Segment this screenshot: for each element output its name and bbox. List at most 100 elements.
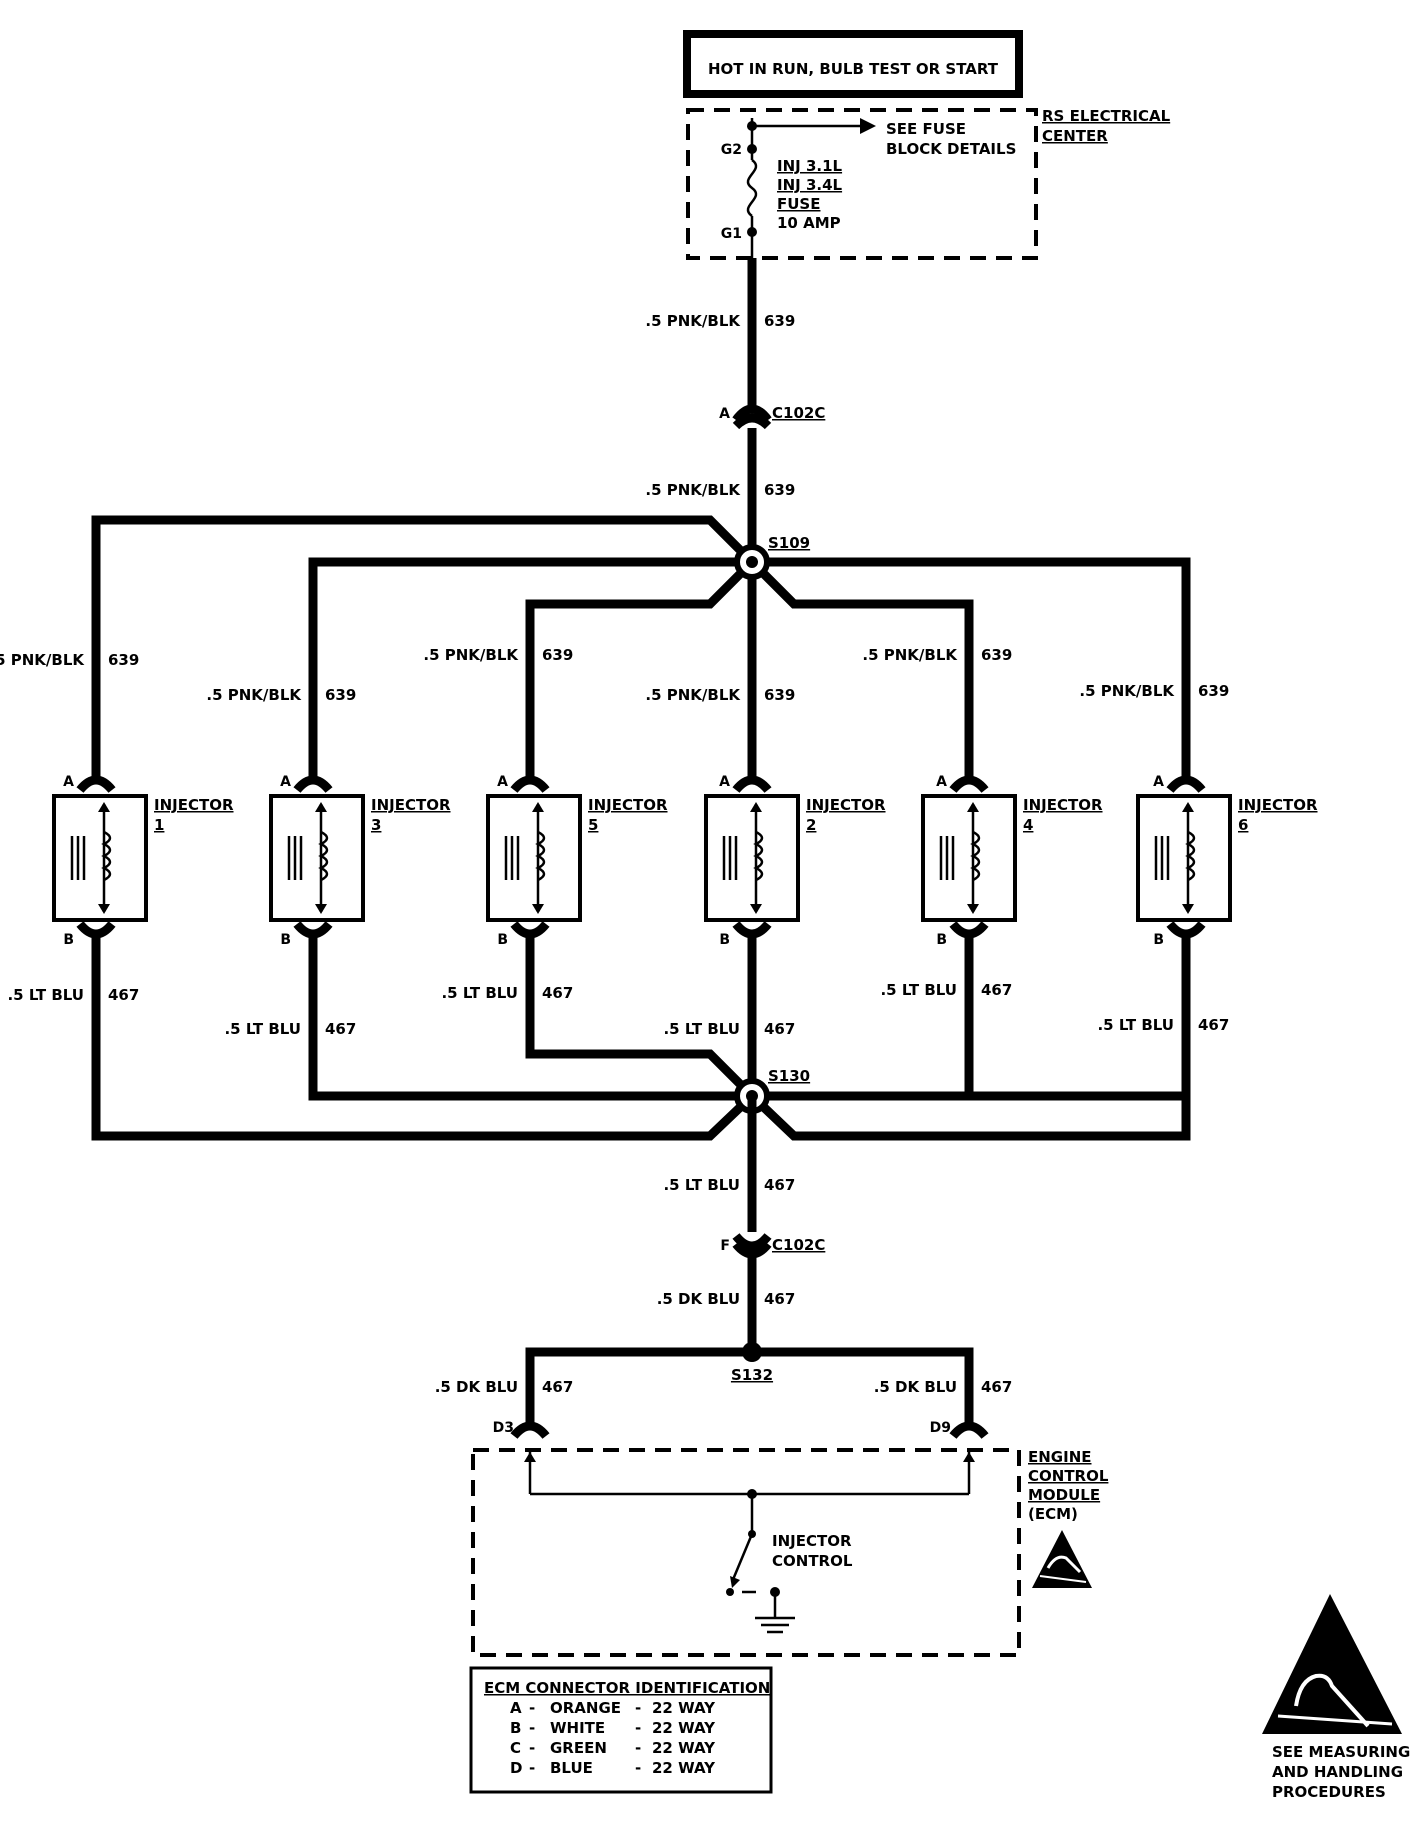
svg-text:AND HANDLING: AND HANDLING <box>1272 1763 1403 1781</box>
svg-text:INJECTOR: INJECTOR <box>772 1532 852 1550</box>
svg-text:INJECTOR: INJECTOR <box>154 796 234 814</box>
connector-c102c-a <box>732 404 772 423</box>
injector-1: .5 PNK/BLK 639 A B INJECTOR 1 .5 LT BLU … <box>0 651 234 1004</box>
coil-icon <box>535 830 546 882</box>
svg-text:S132: S132 <box>731 1366 773 1384</box>
svg-text:INJECTOR: INJECTOR <box>1023 796 1103 814</box>
header-title: HOT IN RUN, BULB TEST OR START <box>708 60 999 78</box>
injector-body <box>269 794 365 922</box>
connector-c102c-f <box>732 1233 772 1251</box>
svg-text:B: B <box>497 932 508 948</box>
coil-icon <box>753 830 764 882</box>
svg-text:PROCEDURES: PROCEDURES <box>1272 1783 1386 1801</box>
svg-text:A: A <box>63 774 74 790</box>
legend-row: A - ORANGE - 22 WAY <box>510 1699 716 1717</box>
svg-text:.5 LT BLU: .5 LT BLU <box>663 1020 740 1038</box>
svg-text:1: 1 <box>154 816 164 834</box>
svg-text:22 WAY: 22 WAY <box>652 1719 716 1737</box>
svg-text:467: 467 <box>764 1290 795 1308</box>
splice-s109: S109 <box>91 515 1191 780</box>
fuse-pin-g1: G1 <box>721 226 742 242</box>
see-fuse-1: SEE FUSE <box>886 120 966 138</box>
svg-text:467: 467 <box>1198 1016 1229 1034</box>
svg-text:467: 467 <box>108 986 139 1004</box>
svg-text:WHITE: WHITE <box>550 1719 605 1737</box>
svg-text:SEE MEASURING: SEE MEASURING <box>1272 1743 1410 1761</box>
svg-text:467: 467 <box>764 1176 795 1194</box>
svg-text:.5 DK BLU: .5 DK BLU <box>435 1378 518 1396</box>
svg-text:-: - <box>529 1759 535 1777</box>
svg-text:B: B <box>63 932 74 948</box>
fuse-pin-g2: G2 <box>721 142 742 158</box>
svg-text:B: B <box>510 1719 521 1737</box>
svg-text:BLUE: BLUE <box>550 1759 593 1777</box>
svg-text:.5 LT BLU: .5 LT BLU <box>1097 1016 1174 1034</box>
svg-text:467: 467 <box>981 1378 1012 1396</box>
svg-text:.5 DK BLU: .5 DK BLU <box>874 1378 957 1396</box>
svg-text:-: - <box>529 1699 535 1717</box>
feed-wire: .5 PNK/BLK 639 A C102C .5 PNK/BLK 639 <box>645 258 825 562</box>
svg-text:22 WAY: 22 WAY <box>652 1739 716 1757</box>
svg-text:INJECTOR: INJECTOR <box>588 796 668 814</box>
injector-body <box>1136 794 1232 922</box>
svg-text:D3: D3 <box>493 1420 514 1436</box>
return-wire: .5 LT BLU 467 F C102C .5 DK BLU 467 <box>657 1096 825 1352</box>
svg-text:.5 PNK/BLK: .5 PNK/BLK <box>645 686 741 704</box>
svg-text:MODULE: MODULE <box>1028 1486 1100 1504</box>
svg-text:A: A <box>719 774 730 790</box>
svg-text:.5 PNK/BLK: .5 PNK/BLK <box>645 481 741 499</box>
svg-text:D: D <box>510 1759 522 1777</box>
svg-text:.5 LT BLU: .5 LT BLU <box>7 986 84 1004</box>
svg-text:639: 639 <box>764 686 795 704</box>
svg-text:ENGINE: ENGINE <box>1028 1448 1092 1466</box>
svg-text:B: B <box>1153 932 1164 948</box>
svg-text:467: 467 <box>542 984 573 1002</box>
coil-icon <box>1185 830 1196 882</box>
svg-text:A: A <box>497 774 508 790</box>
svg-text:639: 639 <box>108 651 139 669</box>
svg-text:2: 2 <box>806 816 816 834</box>
fuse-label-2: INJ 3.4L <box>777 176 843 194</box>
svg-text:.5 LT BLU: .5 LT BLU <box>224 1020 301 1038</box>
svg-text:.5 LT BLU: .5 LT BLU <box>441 984 518 1002</box>
svg-text:S130: S130 <box>768 1067 810 1085</box>
injector-body <box>486 794 582 922</box>
svg-text:B: B <box>936 932 947 948</box>
splice-s132: S132 .5 DK BLU 467 .5 DK BLU 467 D3 D9 <box>435 1342 1012 1439</box>
svg-text:.5 PNK/BLK: .5 PNK/BLK <box>1079 682 1175 700</box>
see-fuse-2: BLOCK DETAILS <box>886 140 1016 158</box>
svg-text:-: - <box>635 1759 641 1777</box>
fuse-block: RS ELECTRICAL CENTER SEE FUSE BLOCK DETA… <box>686 107 1171 260</box>
svg-text:INJECTOR: INJECTOR <box>371 796 451 814</box>
svg-text:A: A <box>510 1699 522 1717</box>
svg-text:639: 639 <box>325 686 356 704</box>
svg-text:3: 3 <box>371 816 381 834</box>
injector-body <box>921 794 1017 922</box>
svg-text:-: - <box>635 1719 641 1737</box>
svg-text:(ECM): (ECM) <box>1028 1505 1078 1523</box>
svg-text:.5 PNK/BLK: .5 PNK/BLK <box>206 686 302 704</box>
legend-row: D - BLUE - 22 WAY <box>510 1759 716 1777</box>
svg-text:B: B <box>280 932 291 948</box>
fuse-label-4: 10 AMP <box>777 214 841 232</box>
svg-text:467: 467 <box>764 1020 795 1038</box>
legend-row: C - GREEN - 22 WAY <box>510 1739 716 1757</box>
svg-text:22 WAY: 22 WAY <box>652 1759 716 1777</box>
svg-text:A: A <box>719 406 730 422</box>
svg-text:639: 639 <box>542 646 573 664</box>
svg-text:CONTROL: CONTROL <box>772 1552 853 1570</box>
injector-5: .5 PNK/BLK 639 A B INJECTOR 5 .5 LT BLU … <box>423 646 668 1002</box>
svg-text:639: 639 <box>1198 682 1229 700</box>
svg-text:-: - <box>529 1719 535 1737</box>
svg-text:.5 PNK/BLK: .5 PNK/BLK <box>645 312 741 330</box>
svg-text:ORANGE: ORANGE <box>550 1699 621 1717</box>
svg-text:ECM CONNECTOR IDENTIFICATION: ECM CONNECTOR IDENTIFICATION <box>484 1679 770 1697</box>
svg-text:-: - <box>529 1739 535 1757</box>
svg-text:467: 467 <box>542 1378 573 1396</box>
fuse-label-3: FUSE <box>777 195 820 213</box>
power-source-header: HOT IN RUN, BULB TEST OR START <box>683 30 1023 98</box>
esd-note: SEE MEASURING AND HANDLING PROCEDURES <box>1262 1594 1410 1801</box>
injector-6: .5 PNK/BLK 639 A B INJECTOR 6 .5 LT BLU … <box>1079 682 1318 1034</box>
svg-text:S109: S109 <box>768 534 810 552</box>
